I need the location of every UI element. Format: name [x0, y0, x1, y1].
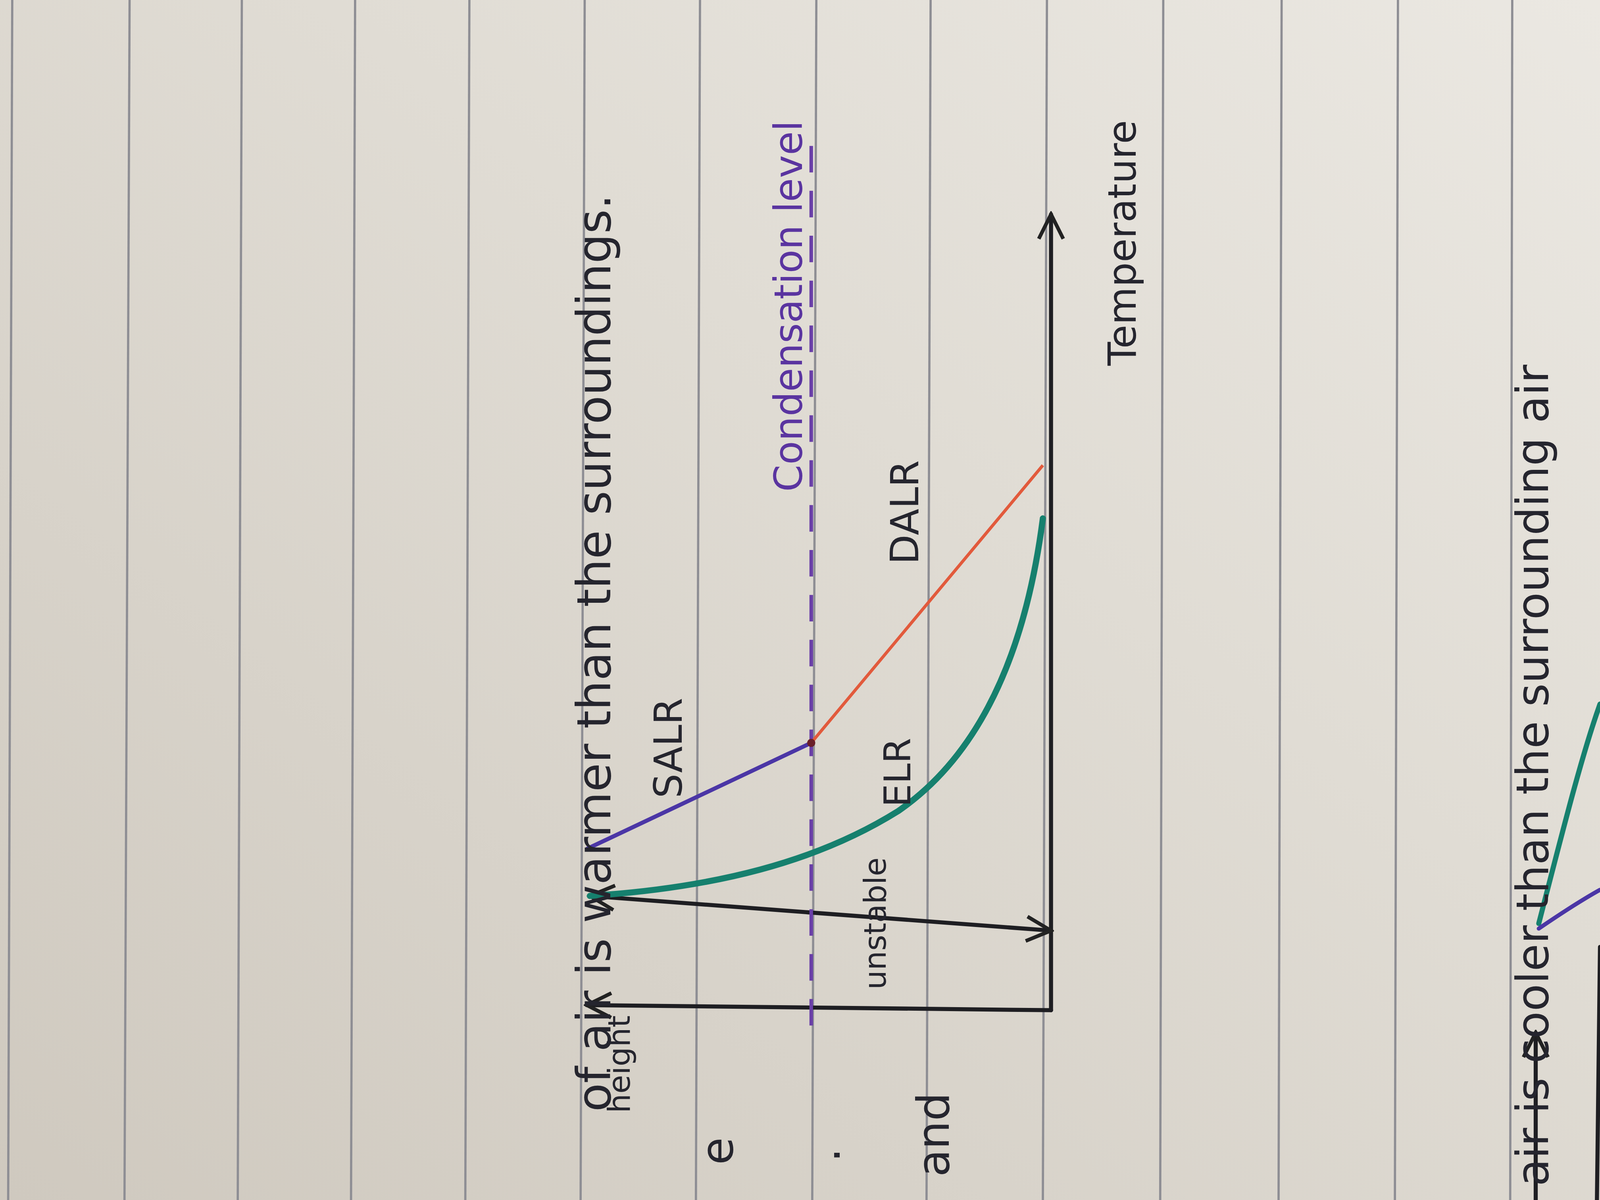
level-label: Condensation level [769, 120, 809, 492]
note-fragment: . [801, 1148, 847, 1163]
condensation-level-line [809, 127, 814, 1026]
stability-label: unstable [860, 857, 891, 990]
curve-label: ELR [879, 737, 917, 807]
axis-label: height [603, 1015, 635, 1114]
elr-curve [589, 518, 1043, 896]
note-fragment: e [694, 1137, 740, 1166]
ruled-lines [8, 0, 1513, 1200]
note-text: air is cooler than the surrounding air [1510, 364, 1556, 1187]
curve-label: DALR [885, 459, 925, 565]
salr-line [586, 742, 812, 849]
curve-label: SALR [648, 697, 688, 799]
note-text: of air is warmer than the surroundings. [570, 194, 618, 1112]
axes [586, 214, 1052, 1011]
condensation-point [807, 738, 816, 748]
note-fragment: and [911, 1092, 956, 1177]
dalr-line [811, 465, 1043, 743]
axis-label: Temperature [1103, 120, 1143, 366]
